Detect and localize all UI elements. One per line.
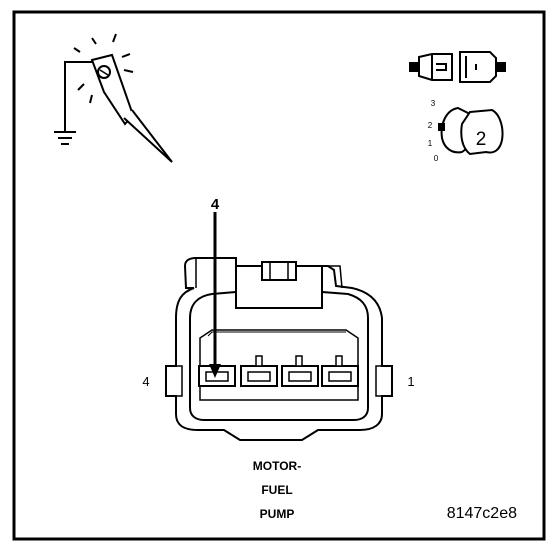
caption-line-2: FUEL bbox=[261, 483, 292, 497]
terminal-3 bbox=[240, 355, 278, 387]
diagram-border bbox=[12, 10, 546, 541]
disconnect-connector-icon bbox=[409, 51, 506, 83]
ignition-scale-1: 1 bbox=[428, 139, 433, 148]
left-pin-label: 4 bbox=[142, 374, 149, 389]
terminal-cavities bbox=[198, 355, 359, 387]
right-pin-label: 1 bbox=[407, 374, 414, 389]
figure-id: 8147c2e8 bbox=[447, 505, 517, 522]
ignition-position-number: 2 bbox=[476, 129, 487, 150]
pin-4-callout-arrow bbox=[209, 212, 221, 378]
ignition-scale-3: 3 bbox=[431, 99, 436, 108]
connector-face bbox=[165, 257, 393, 441]
ignition-scale-2: 2 bbox=[428, 121, 433, 130]
pin-callout-label: 4 bbox=[211, 196, 220, 213]
ignition-scale-0: 0 bbox=[434, 154, 439, 163]
terminal-1 bbox=[321, 355, 359, 387]
ignition-switch-icon bbox=[438, 106, 504, 156]
caption-line-1: MOTOR- bbox=[253, 459, 301, 473]
caption-line-3: PUMP bbox=[260, 507, 295, 521]
terminal-2 bbox=[281, 355, 319, 387]
ground-icon bbox=[54, 131, 76, 145]
test-light-probe-icon bbox=[54, 33, 173, 163]
